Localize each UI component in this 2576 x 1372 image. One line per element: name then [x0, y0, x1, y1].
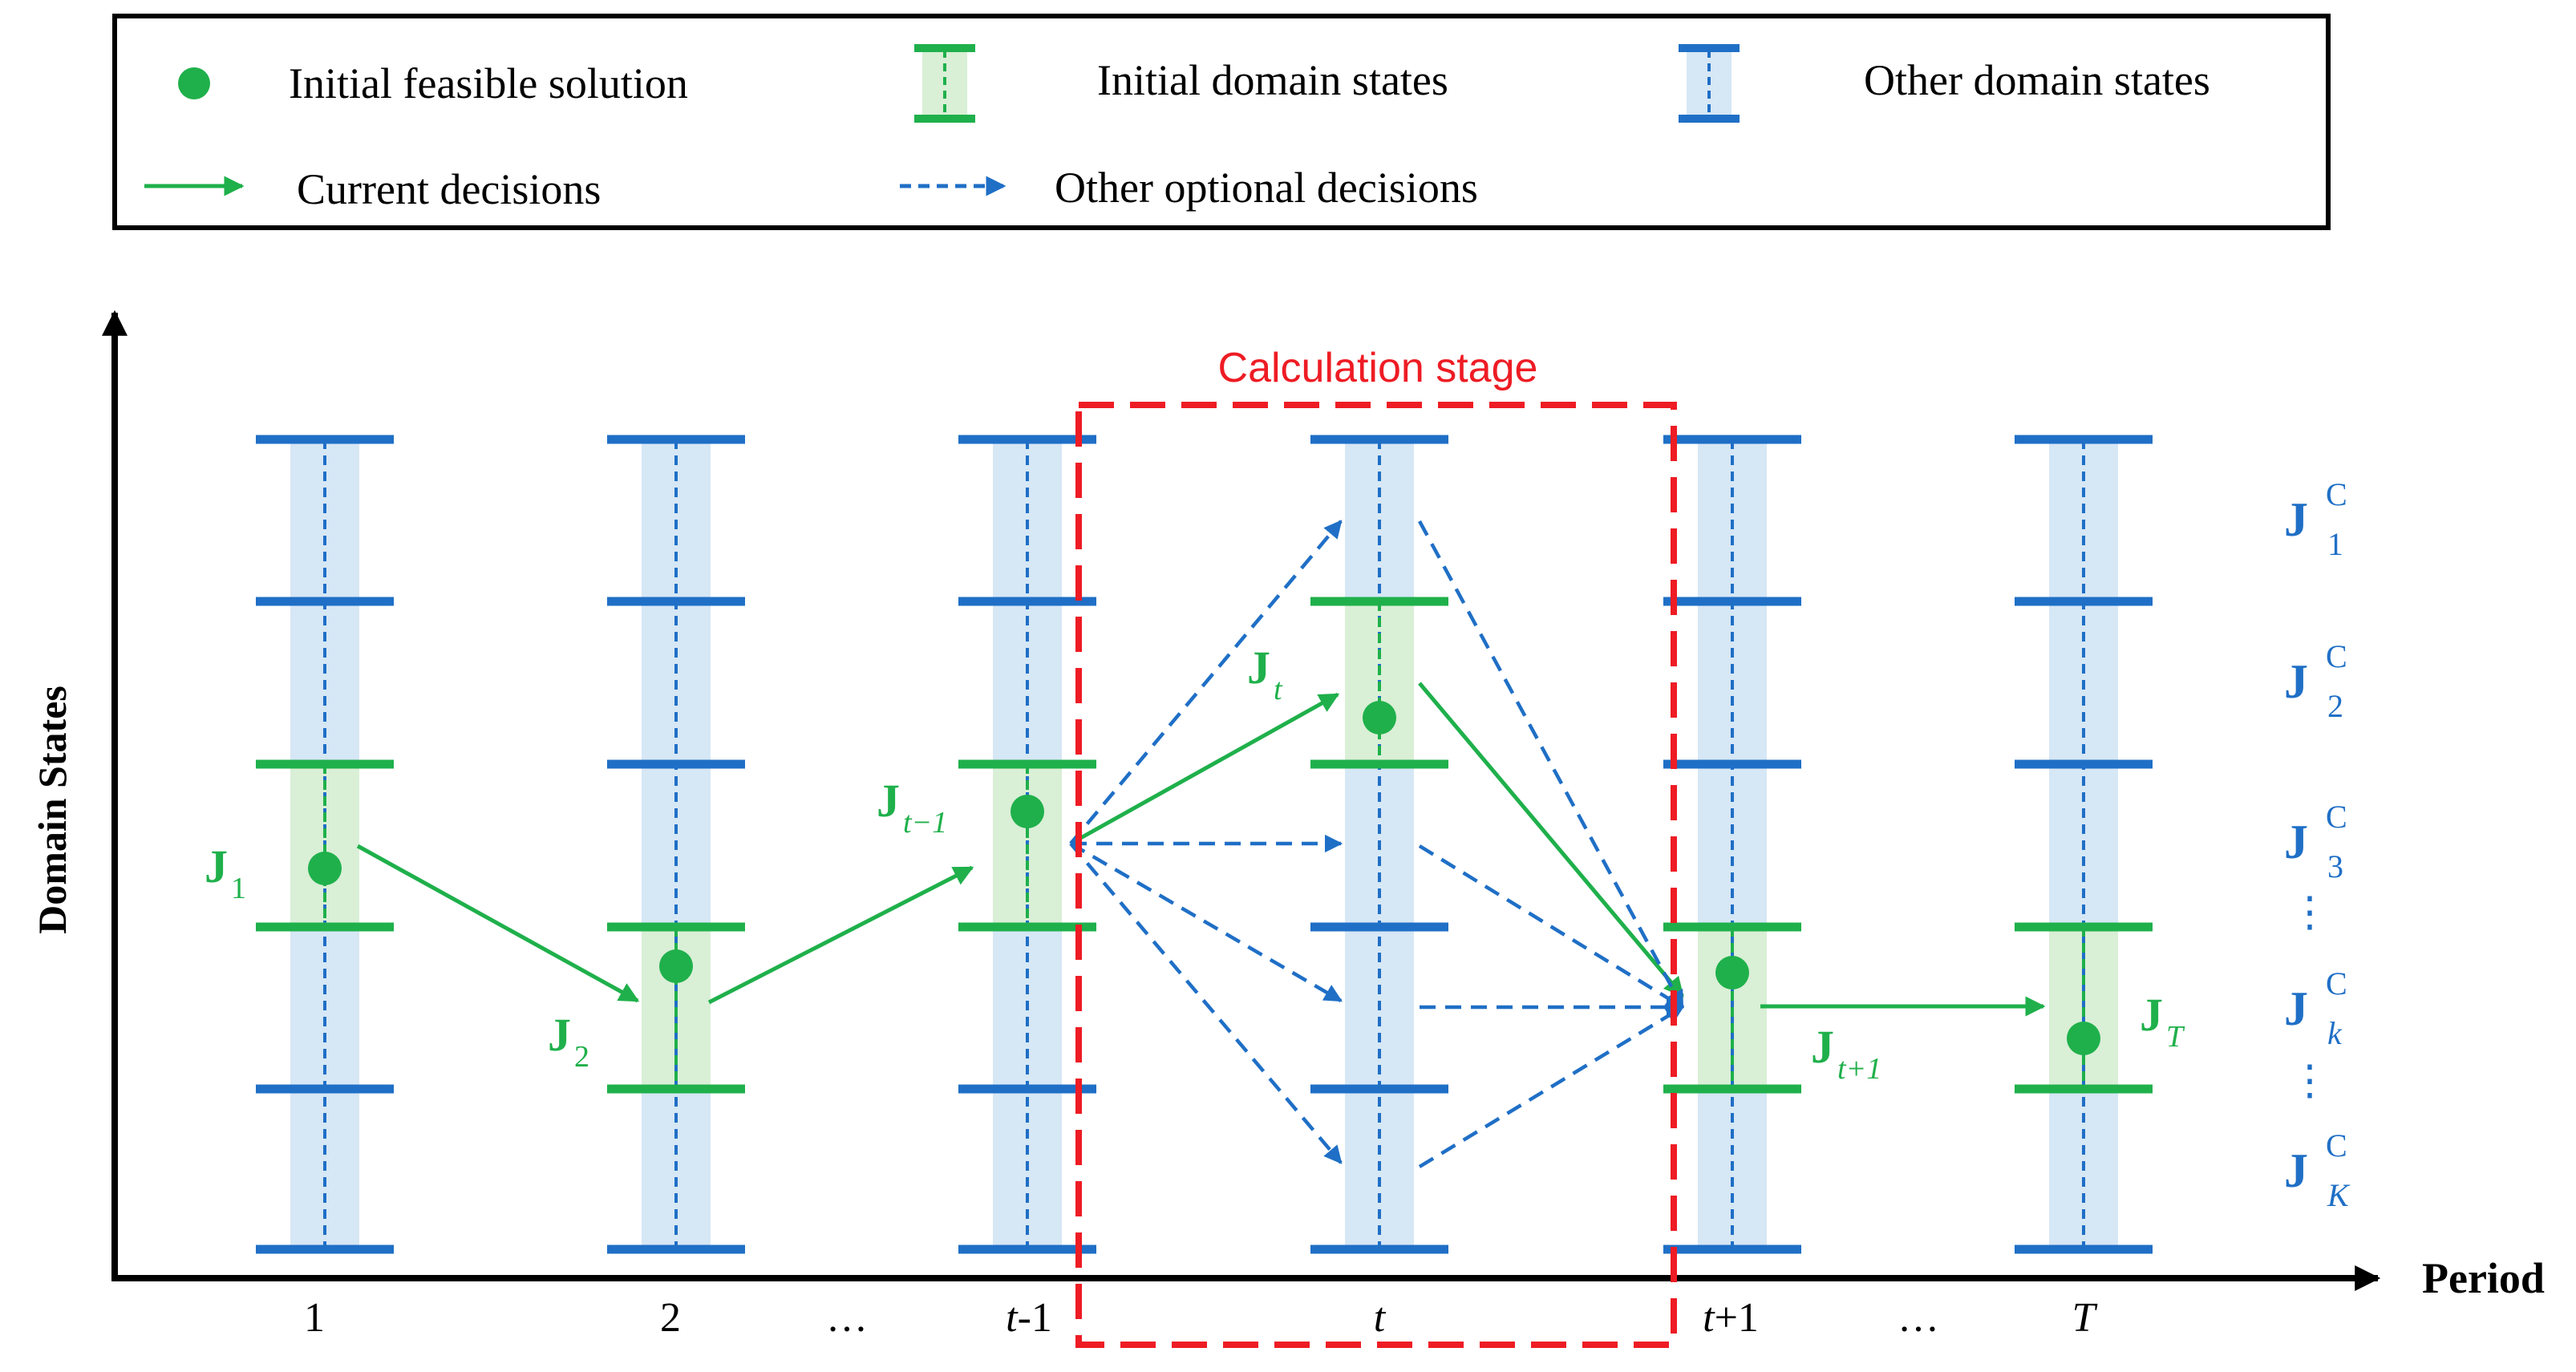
svg-text:C: C [2326, 799, 2347, 835]
legend-other-optional-decisions: Other optional decisions [1055, 164, 1478, 212]
calculation-stage-label: Calculation stage [1218, 345, 1538, 391]
y-axis-label: Domain States [30, 686, 75, 934]
initial-feasible-solution-icon [178, 67, 210, 99]
svg-text:K: K [2327, 1177, 2351, 1213]
period-column [607, 435, 745, 1254]
period-columns [256, 435, 2153, 1254]
optional-decision-arrow [1418, 844, 1684, 1009]
svg-text:J: J [2284, 493, 2308, 546]
period-label: … [1898, 1295, 1939, 1341]
period-label: t+1 [1703, 1295, 1759, 1341]
period-column [2015, 435, 2153, 1254]
svg-text:2: 2 [2327, 688, 2343, 724]
period-label: 1 [304, 1295, 325, 1341]
current-decision-arrow [1069, 692, 1340, 846]
svg-text:J: J [2284, 1144, 2308, 1197]
period-label: … [826, 1295, 868, 1341]
feasible-solution-point [1715, 956, 1749, 990]
svg-text:C: C [2326, 965, 2347, 1002]
axes: Domain States Period [30, 310, 2545, 1302]
feasible-solution-point [308, 852, 342, 885]
current-decision-arrow [1418, 682, 1684, 998]
optional-decision-arrow [1418, 1006, 1684, 1168]
feasible-solution-point [659, 949, 693, 983]
period-label: 2 [660, 1295, 681, 1341]
period-column [1663, 435, 1801, 1254]
svg-text:J: J [2284, 982, 2308, 1035]
initial-domain-states-icon [914, 44, 975, 123]
optional-decision-arrow [1069, 842, 1343, 1164]
svg-text:C: C [2326, 638, 2347, 674]
svg-text:C: C [2326, 476, 2347, 512]
period-column [1310, 435, 1448, 1254]
feasible-solution-point [1363, 701, 1396, 735]
optional-decision-arrow [1069, 842, 1343, 1002]
legend-box [112, 14, 2331, 230]
other-domain-states-icon [1679, 44, 1740, 123]
current-decision-arrow [356, 844, 640, 1003]
vertical-ellipsis: ⋮ [2289, 890, 2331, 936]
svg-text:J: J [2284, 816, 2308, 868]
legend-current-decisions: Current decisions [297, 165, 601, 213]
svg-text:C: C [2326, 1127, 2347, 1164]
calculation-stage: Calculation stage [1075, 345, 1677, 1348]
legend-other-domain-states: Other domain states [1864, 56, 2210, 104]
optional-decision-arrow [1069, 520, 1343, 845]
feasible-solution-point [1011, 795, 1044, 828]
period-column [958, 435, 1096, 1254]
svg-text:3: 3 [2327, 848, 2343, 884]
svg-text:1: 1 [2327, 526, 2343, 562]
feasible-solution-point [2067, 1022, 2100, 1055]
x-axis-label: Period [2422, 1254, 2545, 1302]
calculation-stage-box [1075, 402, 1677, 1348]
period-label: T [2072, 1295, 2098, 1341]
vertical-ellipsis: ⋮ [2289, 1058, 2331, 1104]
decision-arrows [356, 520, 2046, 1168]
period-label: t [1374, 1295, 1387, 1341]
period-labels: 1 2 … t-1 t t+1 … T [304, 1295, 2098, 1341]
svg-text:J: J [2284, 655, 2308, 708]
current-decision-arrow [707, 865, 974, 1005]
legend: Initial feasible solution Initial domain… [112, 14, 2331, 230]
period-label: t-1 [1006, 1295, 1052, 1341]
svg-text:k: k [2327, 1015, 2343, 1051]
optional-decision-arrow [1418, 520, 1684, 1009]
solution-points [308, 701, 2100, 1055]
legend-initial-feasible-solution: Initial feasible solution [289, 59, 688, 107]
legend-initial-domain-states: Initial domain states [1097, 56, 1448, 104]
period-column [256, 435, 394, 1254]
